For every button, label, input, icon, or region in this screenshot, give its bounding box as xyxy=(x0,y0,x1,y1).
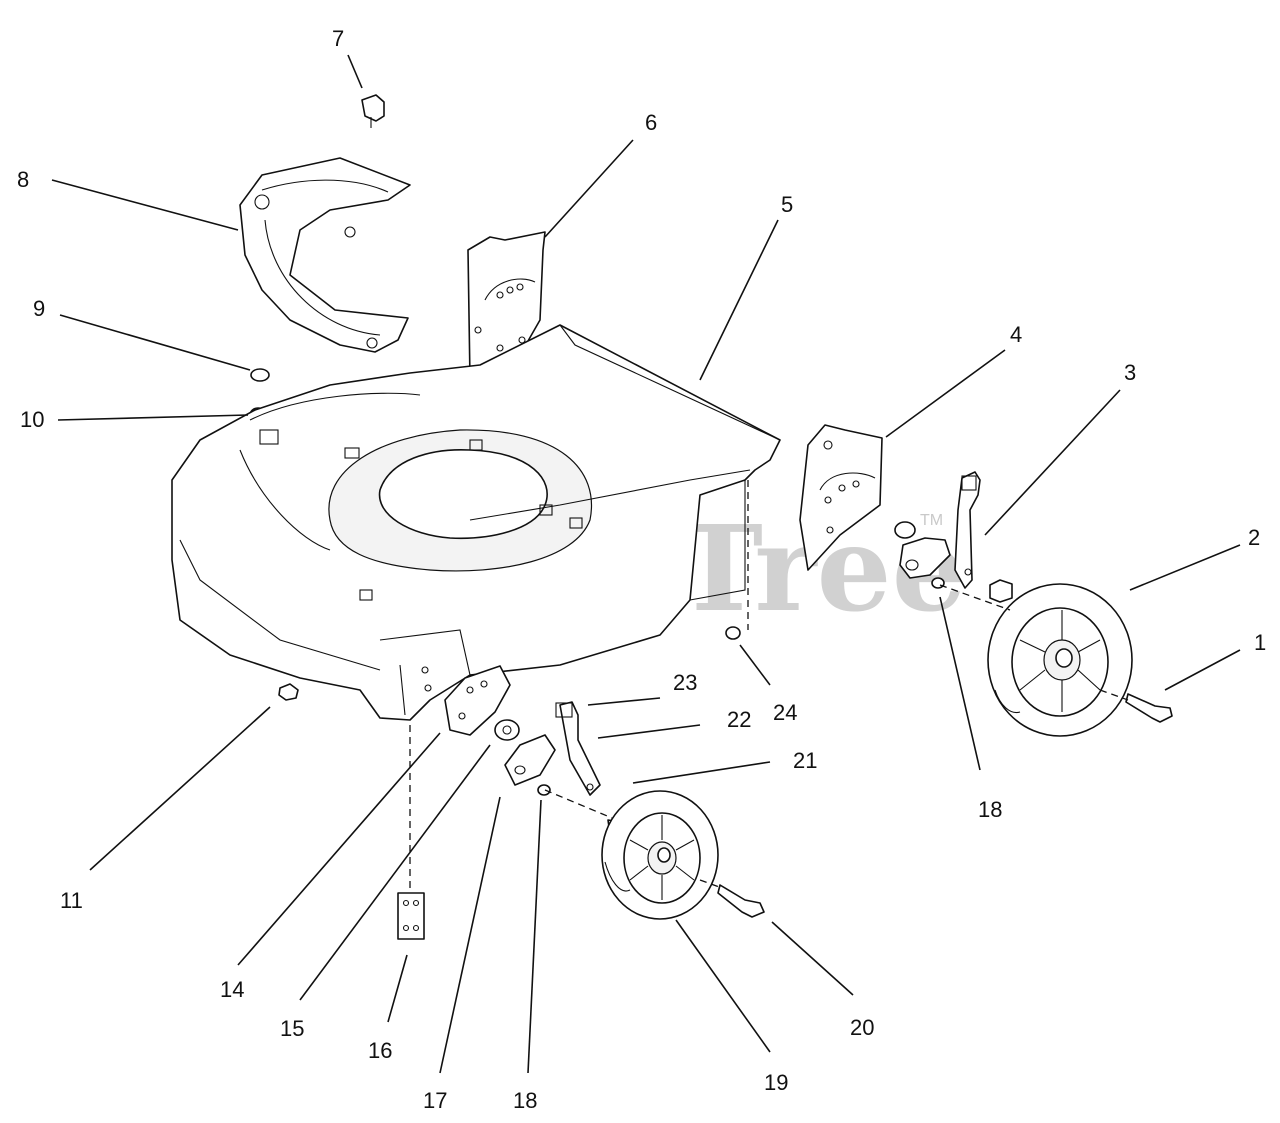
assembly-line-front-bolt xyxy=(1099,689,1129,701)
callout-18-front: 18 xyxy=(978,797,1002,822)
part-8-chute-deflector xyxy=(239,157,411,353)
part-19-rear-wheel xyxy=(601,790,719,920)
callout-19: 19 xyxy=(764,1070,788,1095)
callout-8: 8 xyxy=(17,167,29,192)
front-washer-18 xyxy=(931,577,945,589)
part-1-axle-bolt xyxy=(1125,693,1173,723)
part-17-axle-plate xyxy=(504,734,556,786)
front-axle-plate xyxy=(899,537,951,579)
part-22-rear-lever xyxy=(555,701,601,796)
assembly-line-front-axle xyxy=(939,584,1011,611)
callout-labels: 1 2 3 4 5 6 7 8 9 10 11 14 15 16 17 18 1… xyxy=(17,26,1266,1113)
callout-20: 20 xyxy=(850,1015,874,1040)
callout-24: 24 xyxy=(773,700,797,725)
callout-14: 14 xyxy=(220,977,244,1002)
assembly-line-rear-axle xyxy=(544,789,613,819)
callout-2: 2 xyxy=(1248,525,1260,550)
part-9-nut xyxy=(250,368,270,382)
part-14-rear-bracket xyxy=(444,665,511,736)
assembly-line-rear-bolt xyxy=(699,879,723,889)
callout-17: 17 xyxy=(423,1088,447,1113)
part-24-nut xyxy=(725,626,741,640)
callout-11: 11 xyxy=(60,888,83,913)
callout-6: 6 xyxy=(645,110,657,135)
part-16-plate xyxy=(397,892,425,940)
part-18-rear-washer xyxy=(537,784,551,796)
callout-10: 10 xyxy=(20,407,44,432)
part-15-spacer xyxy=(494,719,520,741)
part-11-nut xyxy=(278,683,299,701)
callout-5: 5 xyxy=(781,192,793,217)
callout-4: 4 xyxy=(1010,322,1022,347)
callout-16: 16 xyxy=(368,1038,392,1063)
callout-18-rear: 18 xyxy=(513,1088,537,1113)
callout-3: 3 xyxy=(1124,360,1136,385)
part-4-front-bracket xyxy=(799,424,883,571)
callout-1: 1 xyxy=(1254,630,1266,655)
front-spacer xyxy=(894,521,916,539)
callout-9: 9 xyxy=(33,296,45,321)
part-7-knob xyxy=(361,94,385,128)
callout-7: 7 xyxy=(332,26,344,51)
front-bolt xyxy=(989,579,1013,603)
callout-15: 15 xyxy=(280,1016,304,1041)
callout-21: 21 xyxy=(793,748,817,773)
part-5-mower-deck xyxy=(171,324,781,721)
part-2-front-wheel xyxy=(987,583,1133,737)
callout-23: 23 xyxy=(673,670,697,695)
callout-22: 22 xyxy=(727,707,751,732)
watermark-trademark: TM xyxy=(920,512,943,529)
part-20-rear-axle-bolt xyxy=(717,884,765,918)
part-3-height-lever xyxy=(954,471,981,589)
leader-lines xyxy=(51,54,1241,1074)
